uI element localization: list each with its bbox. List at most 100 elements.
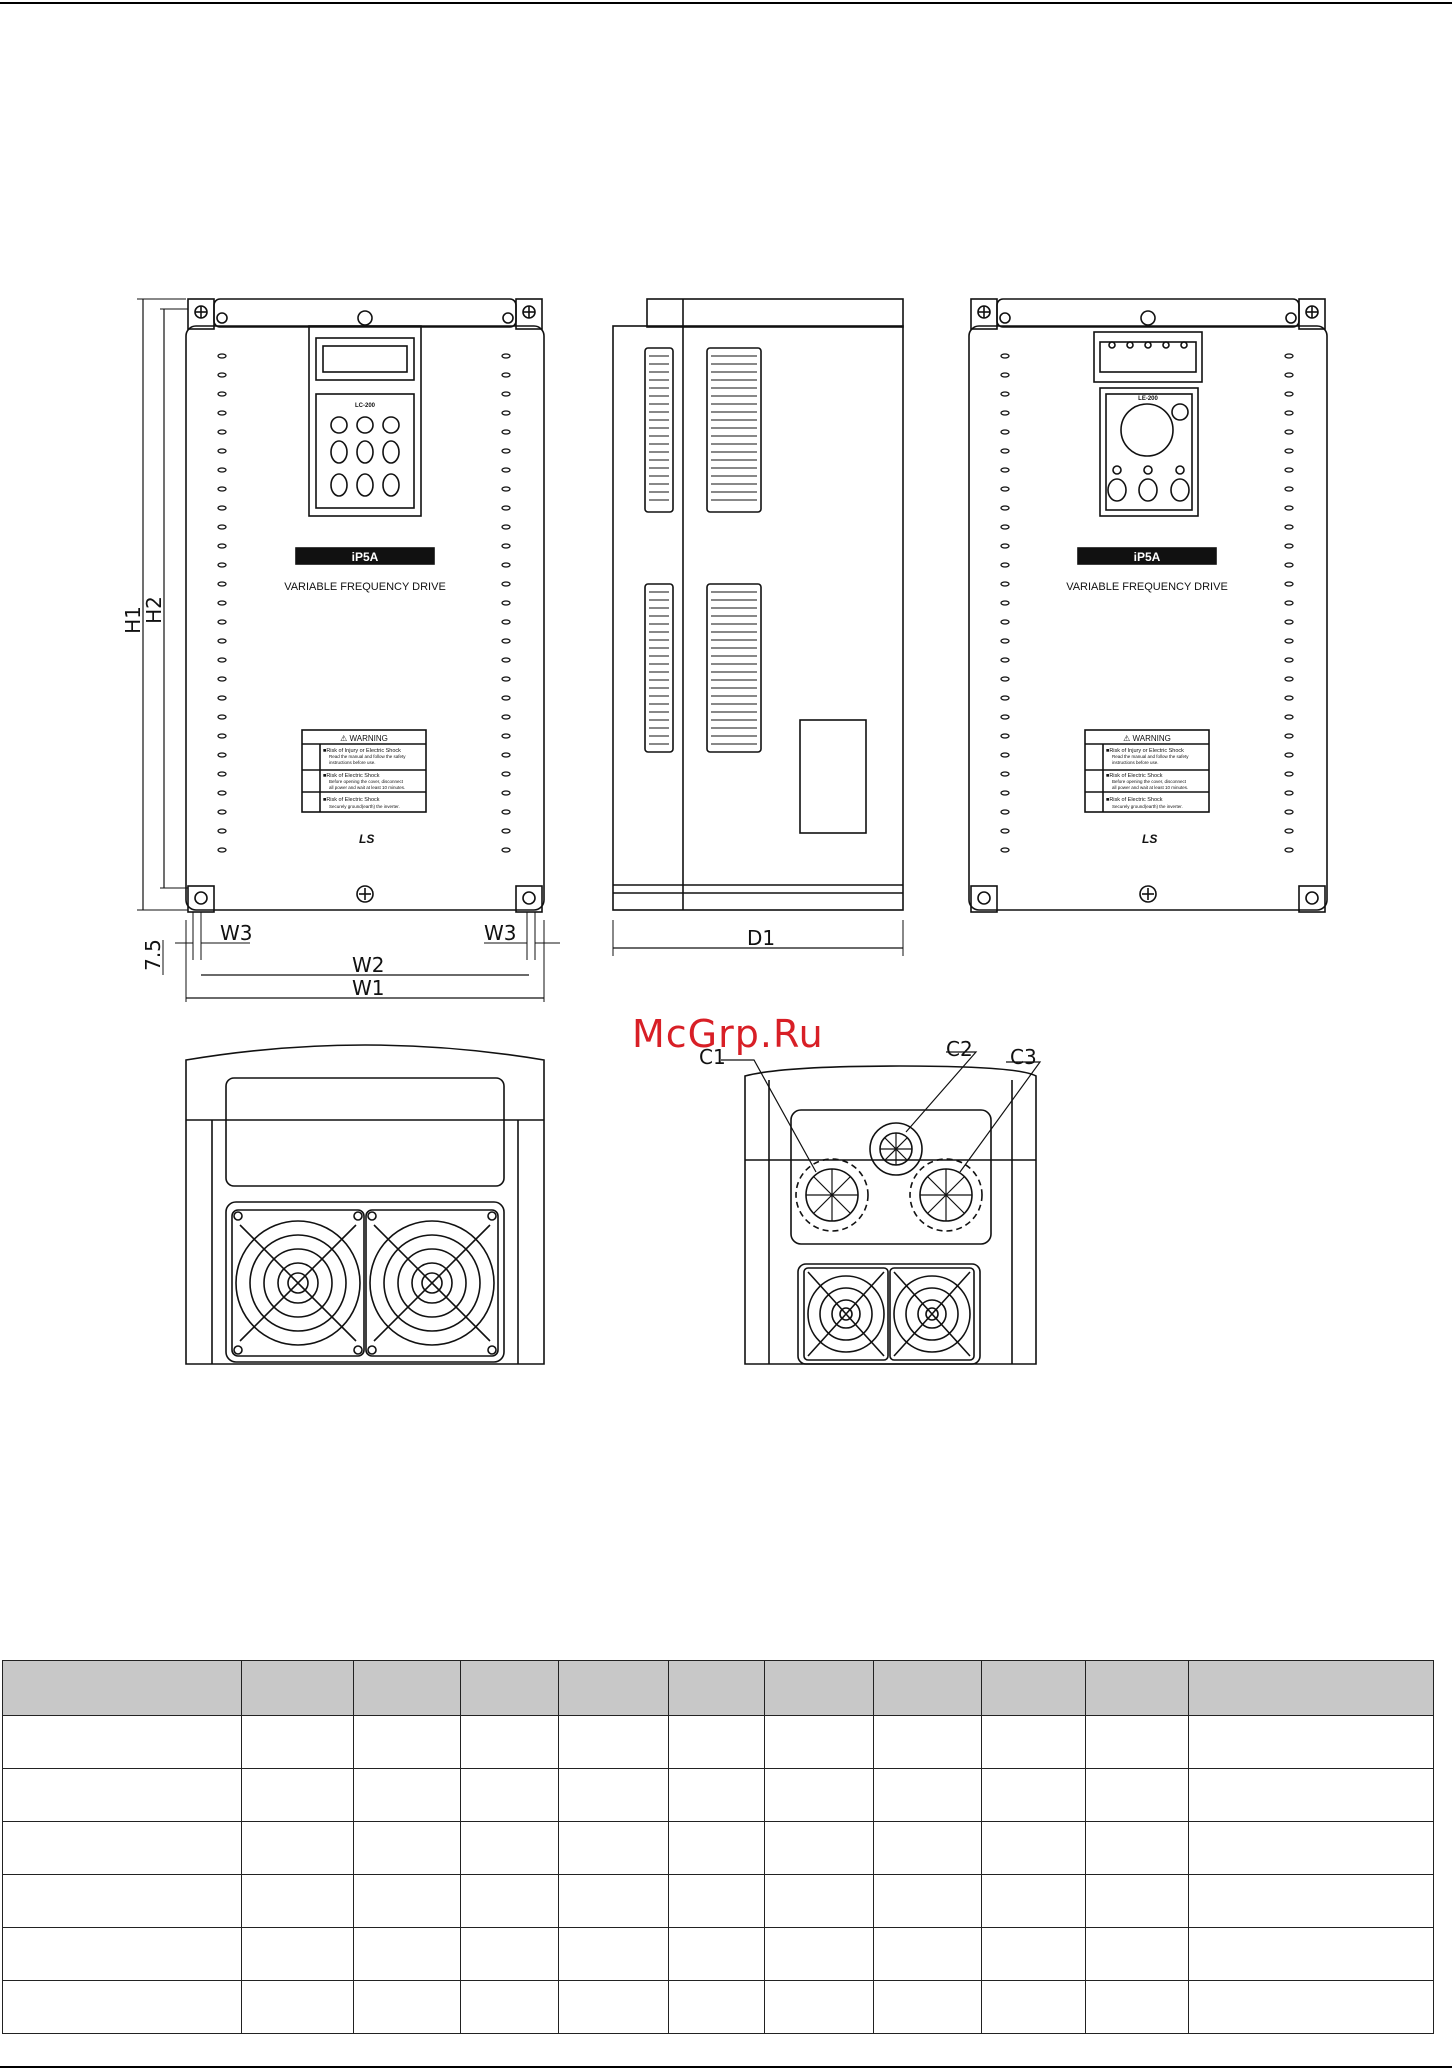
table-cell	[558, 1874, 669, 1928]
table-header-cell	[1188, 1660, 1434, 1716]
table-cell	[1188, 1980, 1434, 2034]
table-cell	[1188, 1874, 1434, 1928]
table-cell	[981, 1980, 1086, 2034]
table-cell	[873, 1874, 982, 1928]
table-cell	[668, 1874, 765, 1928]
table-cell	[460, 1821, 559, 1875]
label-c3: C3	[1010, 1045, 1037, 1069]
table-cell	[558, 1821, 669, 1875]
warning-line-4-right: ■Risk of Electric Shock	[1106, 773, 1163, 779]
table-cell	[981, 1874, 1086, 1928]
table-cell	[981, 1715, 1086, 1769]
table-cell	[1085, 1821, 1189, 1875]
dim-d1: D1	[747, 926, 775, 950]
table-cell	[558, 1715, 669, 1769]
table-cell	[2, 1980, 242, 2034]
table-cell	[981, 1927, 1086, 1981]
table-cell	[1188, 1821, 1434, 1875]
warning-title-left: ⚠ WARNING	[340, 734, 388, 743]
warning-line-7-right: ■Risk of Electric Shock	[1106, 797, 1163, 803]
table-row	[2, 1821, 1434, 1875]
warning-line-1-right: ■Risk of Injury or Electric Shock	[1106, 748, 1184, 754]
table-cell	[241, 1768, 354, 1822]
table-cell	[1085, 1980, 1189, 2034]
table-header-cell	[873, 1660, 982, 1716]
warning-line-8: Securely ground(earth) the inverter.	[329, 804, 400, 809]
label-c1: C1	[699, 1045, 726, 1069]
warning-line-3-right: instructions before use.	[1112, 760, 1159, 765]
table-cell	[764, 1768, 874, 1822]
bottom-view-fans	[185, 1044, 545, 1365]
table-cell	[2, 1874, 242, 1928]
table-cell	[558, 1927, 669, 1981]
model-badge-left: iP5A	[352, 550, 379, 564]
table-cell	[668, 1715, 765, 1769]
right-front-view	[968, 298, 1328, 913]
table-cell	[1188, 1768, 1434, 1822]
table-row	[2, 1980, 1434, 2034]
bottom-rule	[0, 2066, 1452, 2068]
table-cell	[241, 1927, 354, 1981]
table-cell	[353, 1980, 461, 2034]
table-cell	[873, 1980, 982, 2034]
table-cell	[558, 1980, 669, 2034]
table-cell	[353, 1821, 461, 1875]
table-cell	[460, 1980, 559, 2034]
table-cell	[873, 1821, 982, 1875]
subtitle-left: VARIABLE FREQUENCY DRIVE	[284, 581, 446, 593]
warning-line-6-right: all power and wait at least 10 minutes.	[1112, 785, 1188, 790]
warning-line-3: instructions before use.	[329, 760, 376, 765]
warning-line-5: Before opening the cover, disconnect	[329, 779, 404, 784]
table-row	[2, 1927, 1434, 1981]
technical-drawing: H1 H2 7.5 W3 W3 W2 W1 D1 C1 C2 C3 LC-200…	[121, 298, 1328, 1365]
table-row	[2, 1768, 1434, 1822]
warning-line-2-right: Read the manual and follow the safety	[1112, 754, 1189, 759]
table-cell	[2, 1927, 242, 1981]
dim-margin: 7.5	[141, 939, 165, 971]
table-cell	[668, 1768, 765, 1822]
table-cell	[1085, 1715, 1189, 1769]
warning-line-2: Read the manual and follow the safety	[329, 754, 406, 759]
dim-h1: H1	[121, 606, 145, 634]
table-cell	[460, 1927, 559, 1981]
model-badge-right: iP5A	[1134, 550, 1161, 564]
subtitle-right: VARIABLE FREQUENCY DRIVE	[1066, 581, 1228, 593]
watermark: McGrp.Ru	[632, 1012, 824, 1056]
warning-line-6: all power and wait at least 10 minutes.	[329, 785, 405, 790]
label-c2: C2	[946, 1037, 973, 1061]
table-header-cell	[764, 1660, 874, 1716]
table-header-cell	[558, 1660, 669, 1716]
table-cell	[1188, 1715, 1434, 1769]
keypad-brand-left: LC-200	[355, 403, 376, 409]
table-cell	[1085, 1874, 1189, 1928]
table-header-cell	[1085, 1660, 1189, 1716]
table-cell	[460, 1768, 559, 1822]
table-cell	[764, 1874, 874, 1928]
table-cell	[241, 1821, 354, 1875]
table-cell	[873, 1768, 982, 1822]
dim-w1: W1	[352, 976, 385, 1000]
table-cell	[1085, 1768, 1189, 1822]
table-cell	[1085, 1927, 1189, 1981]
table-cell	[558, 1768, 669, 1822]
dim-h2: H2	[142, 596, 166, 624]
front-view	[137, 298, 560, 1002]
table-cell	[241, 1980, 354, 2034]
table-cell	[2, 1821, 242, 1875]
warning-line-4: ■Risk of Electric Shock	[323, 773, 380, 779]
table-cell	[668, 1927, 765, 1981]
table-cell	[241, 1874, 354, 1928]
table-cell	[2, 1768, 242, 1822]
table-cell	[981, 1821, 1086, 1875]
dim-w3-left: W3	[220, 921, 253, 945]
side-view	[612, 298, 904, 956]
table-header-cell	[668, 1660, 765, 1716]
warning-title-right: ⚠ WARNING	[1123, 734, 1171, 743]
bottom-view-glands	[721, 1051, 1042, 1365]
logo-right: LS	[1142, 832, 1157, 846]
table-cell	[668, 1980, 765, 2034]
table-header-cell	[353, 1660, 461, 1716]
table-header-cell	[460, 1660, 559, 1716]
table-cell	[241, 1715, 354, 1769]
table-cell	[1188, 1927, 1434, 1981]
